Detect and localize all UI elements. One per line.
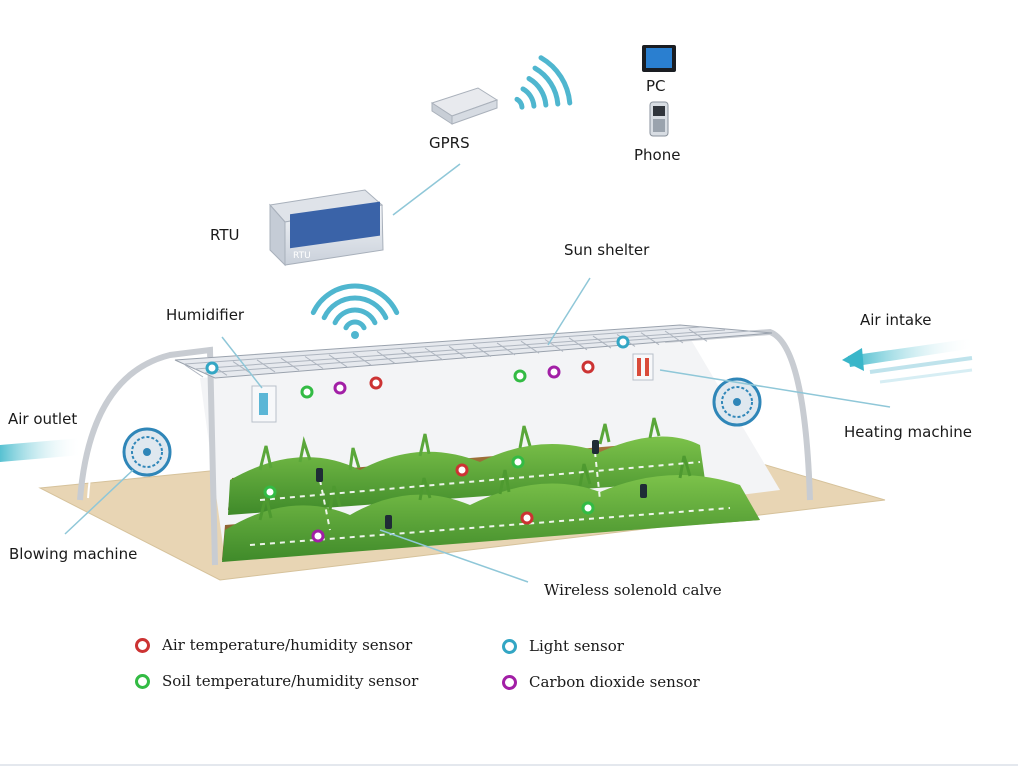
sun-shelter-label: Sun shelter bbox=[564, 241, 650, 259]
heating-machine-label: Heating machine bbox=[844, 423, 973, 441]
air-temp-sensor bbox=[455, 463, 469, 477]
phone-icon bbox=[649, 101, 669, 137]
wifi-icon bbox=[310, 283, 400, 339]
co2-sensor bbox=[333, 381, 347, 395]
light-sensor-icon bbox=[502, 638, 517, 654]
rtu-device: RTU bbox=[269, 189, 384, 267]
air-temp-sensor bbox=[581, 360, 595, 374]
heating-machine-fan bbox=[712, 377, 762, 427]
legend-label: Air temperature/humidity sensor bbox=[162, 636, 413, 654]
light-sensor bbox=[616, 335, 630, 349]
soil-temp-sensor-icon bbox=[135, 673, 150, 689]
solenoid-valves bbox=[316, 440, 647, 529]
greenhouse-front-arch-inner bbox=[87, 357, 209, 499]
humidifier-label: Humidifier bbox=[166, 306, 245, 324]
soil-temp-sensor bbox=[511, 455, 525, 469]
legend-label: Light sensor bbox=[529, 637, 624, 655]
greenhouse-back-arch bbox=[664, 328, 813, 501]
sprinkler-spray bbox=[249, 451, 731, 546]
legend-item-soil-temp: Soil temperature/humidity sensor bbox=[135, 672, 418, 690]
bottom-divider bbox=[0, 764, 1018, 766]
soil-temp-sensor bbox=[263, 485, 277, 499]
sensor-dots bbox=[205, 335, 630, 543]
gprs-label: GPRS bbox=[429, 134, 470, 152]
pc-icon bbox=[642, 45, 676, 72]
air-outlet-label: Air outlet bbox=[8, 410, 78, 428]
gprs-modem bbox=[430, 87, 499, 125]
co2-sensor bbox=[547, 365, 561, 379]
pc-label: PC bbox=[646, 77, 666, 95]
legend-item-air-temp: Air temperature/humidity sensor bbox=[135, 636, 412, 654]
soil-temp-sensor bbox=[300, 385, 314, 399]
pointer-lines bbox=[64, 163, 891, 583]
air-intake-label: Air intake bbox=[860, 311, 932, 329]
phone-label: Phone bbox=[634, 146, 681, 164]
air-temp-sensor-icon bbox=[135, 637, 150, 653]
legend-label: Carbon dioxide sensor bbox=[529, 673, 700, 691]
soil-temp-sensor bbox=[513, 369, 527, 383]
legend-item-light: Light sensor bbox=[502, 637, 624, 655]
greenhouse-front-arch bbox=[77, 346, 218, 566]
wifi-icon-gprs bbox=[514, 55, 573, 110]
co2-sensor bbox=[311, 529, 325, 543]
heater-device bbox=[632, 353, 654, 381]
air-temp-sensor bbox=[520, 511, 534, 525]
rtu-device-label: RTU bbox=[293, 251, 311, 261]
roof-grid bbox=[184, 326, 751, 374]
co2-sensor-icon bbox=[502, 674, 517, 690]
air-temp-sensor bbox=[369, 376, 383, 390]
blowing-machine-label: Blowing machine bbox=[9, 545, 138, 563]
blowing-machine-fan bbox=[122, 427, 172, 477]
legend-label: Soil temperature/humidity sensor bbox=[162, 672, 419, 690]
rtu-label: RTU bbox=[210, 226, 240, 244]
light-sensor bbox=[205, 361, 219, 375]
soil-temp-sensor bbox=[581, 501, 595, 515]
air-intake-arrow bbox=[848, 338, 975, 367]
legend-item-co2: Carbon dioxide sensor bbox=[502, 673, 700, 691]
air-outlet-arrow bbox=[0, 438, 82, 462]
wireless-valve-label: Wireless solenold calve bbox=[544, 581, 722, 599]
